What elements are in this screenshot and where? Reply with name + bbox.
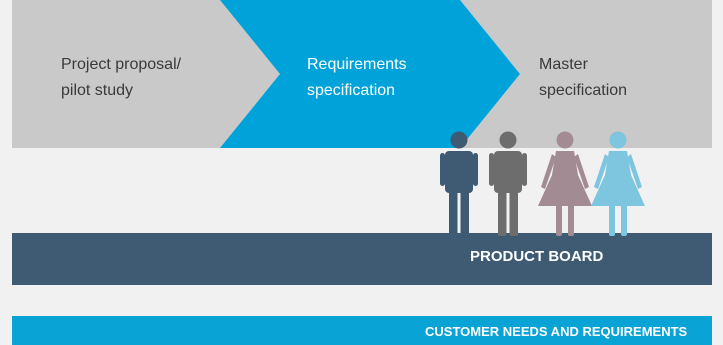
product-board-bar <box>12 233 712 285</box>
product-board-label: PRODUCT BOARD <box>470 248 604 265</box>
board-member-2 <box>489 131 527 236</box>
customer-needs-bar <box>12 316 712 345</box>
step-label-line: Master <box>539 56 588 73</box>
step-label-project-proposal: Project proposal/ pilot study <box>61 52 181 104</box>
step-label-line: pilot study <box>61 82 134 99</box>
board-member-4 <box>591 131 645 236</box>
step-label-line: specification <box>307 82 396 99</box>
step-label-line: Requirements <box>307 56 407 73</box>
step-label-master-specification: Master specification <box>539 52 627 104</box>
step-label-line: specification <box>539 82 628 99</box>
customer-needs-label: CUSTOMER NEEDS AND REQUIREMENTS <box>425 324 688 339</box>
step-chevron-requirements-specification <box>220 0 520 148</box>
board-member-3 <box>538 131 592 236</box>
step-label-line: Project proposal/ <box>61 56 182 73</box>
step-chevron-master-specification <box>460 0 712 148</box>
step-label-requirements-specification: Requirements specification <box>307 52 407 104</box>
board-member-1 <box>440 131 478 236</box>
